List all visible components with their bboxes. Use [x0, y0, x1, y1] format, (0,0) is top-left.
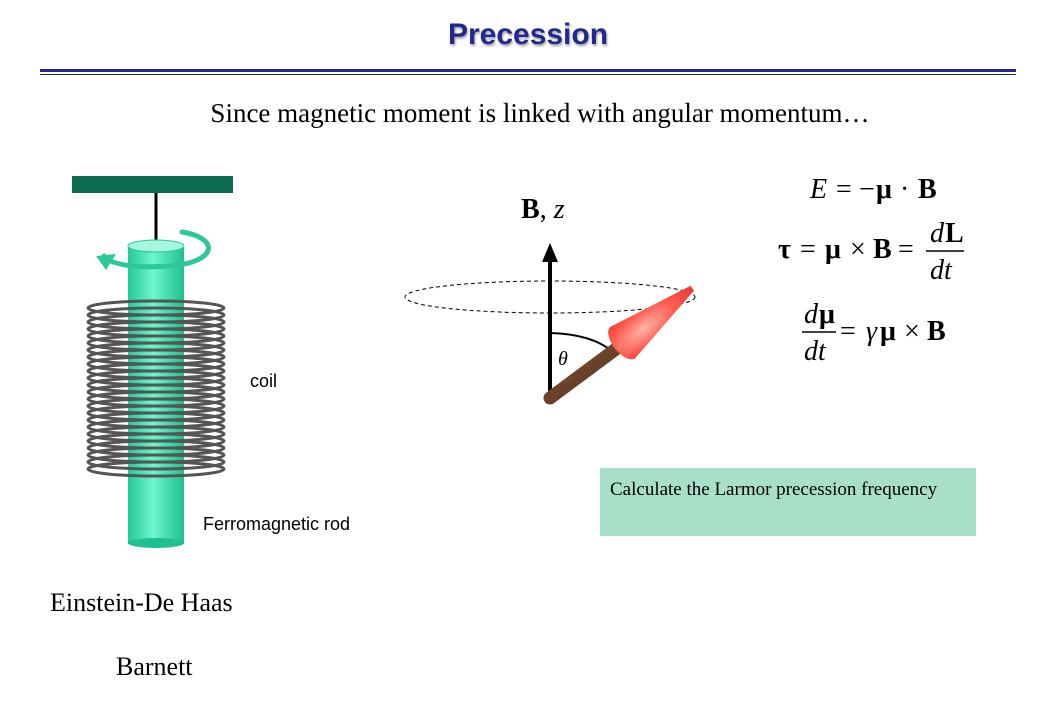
svg-text:μ: μ: [819, 299, 835, 330]
rod-bottom: [128, 538, 184, 548]
barnett-label: Barnett: [116, 652, 193, 681]
svg-text:τ: τ: [778, 234, 791, 265]
svg-text:dt: dt: [930, 255, 953, 286]
energy-equation: E = − μ · B: [809, 174, 937, 205]
theta-label: θ: [558, 348, 568, 370]
rod-label: Ferromagnetic rod: [203, 514, 351, 534]
svg-text:μ: μ: [880, 316, 896, 347]
svg-text:·: ·: [900, 174, 909, 205]
moment-cone: [608, 285, 695, 360]
title-rule-thick: [40, 69, 1016, 72]
b-field-arrowhead: [542, 243, 558, 262]
svg-text:γ: γ: [866, 316, 878, 347]
task-box: Calculate the Larmor precession frequenc…: [600, 468, 976, 536]
precession-diagram: θ: [404, 243, 696, 405]
ferromagnetic-rod: [128, 244, 184, 544]
svg-text:dt: dt: [804, 336, 827, 367]
einstein-de-haas-label: Einstein-De Haas: [50, 588, 233, 617]
svg-text:d: d: [930, 218, 945, 249]
moment-stick: [543, 333, 635, 405]
svg-text:B: B: [873, 234, 892, 265]
support-bar: [72, 176, 233, 193]
svg-text:−: −: [859, 174, 875, 205]
svg-text:E: E: [809, 174, 827, 205]
rotation-arrow-icon: [96, 229, 211, 270]
rod-top: [127, 239, 185, 253]
einstein-de-haas-apparatus: [72, 176, 233, 548]
motion-equation: d μ dt = γ μ × B: [802, 299, 946, 367]
coil-label: coil: [250, 371, 278, 391]
svg-text:L: L: [945, 218, 964, 249]
svg-text:=: =: [840, 316, 856, 347]
coil-winding: [86, 460, 226, 478]
svg-text:μ: μ: [825, 234, 841, 265]
svg-text:B: B: [918, 174, 937, 205]
svg-text:=: =: [898, 234, 914, 265]
slide-title: Precession: [447, 18, 609, 51]
axis-label: B, z: [521, 194, 565, 225]
svg-text:d: d: [804, 299, 819, 330]
svg-text:=: =: [836, 174, 852, 205]
slide-subtitle: Since magnetic moment is linked with ang…: [210, 98, 870, 128]
title-rule-thin: [40, 74, 1016, 75]
torque-equation: τ = μ × B = d L dt: [778, 218, 964, 286]
svg-text:×: ×: [904, 316, 920, 347]
coil-winding: [86, 453, 226, 471]
equations: E = − μ · B τ = μ × B = d L dt d μ dt = …: [778, 174, 964, 367]
svg-text:=: =: [800, 234, 816, 265]
svg-text:×: ×: [850, 234, 866, 265]
coil: [86, 299, 226, 478]
svg-text:B: B: [927, 316, 946, 347]
svg-text:μ: μ: [876, 174, 892, 205]
